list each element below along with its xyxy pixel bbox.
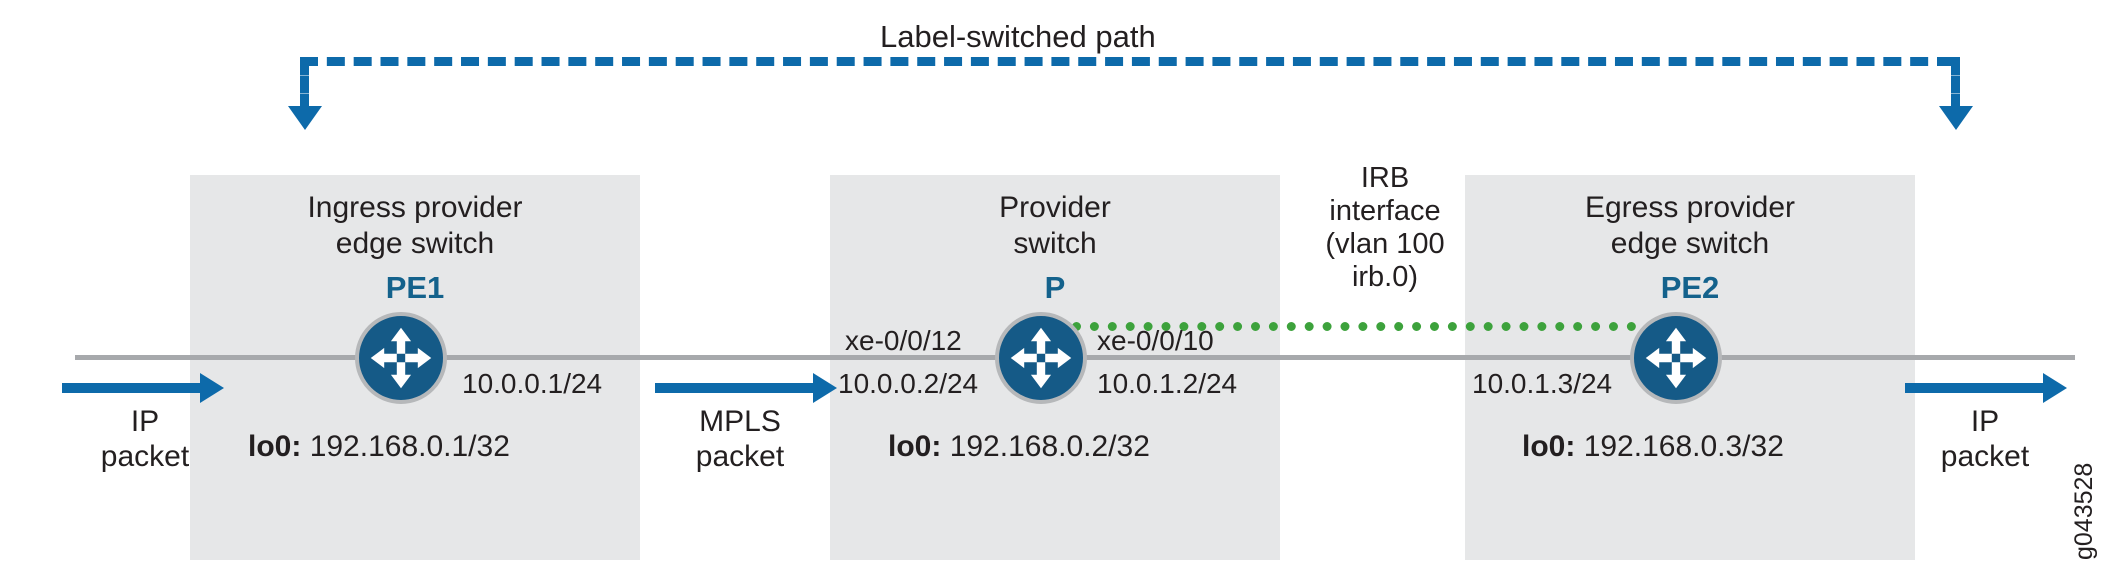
p-title: Provider switch xyxy=(999,191,1111,260)
mpls-packet-arrow xyxy=(655,383,815,393)
p-loopback-label: lo0: xyxy=(888,430,942,463)
p-loopback: lo0: 192.168.0.2/32 xyxy=(888,430,1150,464)
ingress-ip-packet-label: IP packet xyxy=(100,405,190,473)
egress-ip-packet-arrow xyxy=(1905,383,2045,393)
p-id: P xyxy=(1044,270,1066,305)
lsp-left-vertical-line xyxy=(300,57,309,112)
lsp-right-arrowhead xyxy=(1939,106,1973,130)
ingress-ip-packet-arrow xyxy=(62,383,202,393)
pe2-id: PE2 xyxy=(1660,270,1720,305)
lsp-title: Label-switched path xyxy=(880,19,1156,54)
mpls-packet-label: MPLS packet xyxy=(695,405,785,473)
irb-interface-label: IRB interface (vlan 100 irb.0) xyxy=(1325,162,1445,293)
p-right-interface-name: xe-0/0/10 xyxy=(1097,325,1214,356)
pe1-switch-icon xyxy=(355,312,447,404)
egress-ip-packet-label: IP packet xyxy=(1940,405,2030,473)
lsp-left-arrowhead xyxy=(288,106,322,130)
lsp-right-vertical-line xyxy=(1951,57,1960,112)
pe1-loopback-value: 192.168.0.1/32 xyxy=(309,430,510,463)
p-left-interface-address: 10.0.0.2/24 xyxy=(838,368,979,399)
pe1-loopback: lo0: 192.168.0.1/32 xyxy=(248,430,510,464)
irb-dotted-link xyxy=(1072,322,1672,331)
lsp-horizontal-line xyxy=(300,57,1955,66)
pe1-id: PE1 xyxy=(385,270,445,305)
p-loopback-value: 192.168.0.2/32 xyxy=(949,430,1150,463)
pe2-title: Egress provider edge switch xyxy=(1584,191,1796,260)
p-switch-icon xyxy=(995,312,1087,404)
figure-id-watermark: g043528 xyxy=(2070,462,2098,560)
pe1-loopback-label: lo0: xyxy=(248,430,302,463)
pe1-right-interface-address: 10.0.0.1/24 xyxy=(462,368,603,399)
pe2-loopback-value: 192.168.0.3/32 xyxy=(1583,430,1784,463)
p-right-interface-address: 10.0.1.2/24 xyxy=(1097,368,1238,399)
pe1-title: Ingress provider edge switch xyxy=(307,191,523,260)
pe2-switch-icon xyxy=(1630,312,1722,404)
pe2-loopback: lo0: 192.168.0.3/32 xyxy=(1522,430,1784,464)
p-left-interface-name: xe-0/0/12 xyxy=(845,325,962,356)
pe2-left-interface-address: 10.0.1.3/24 xyxy=(1472,368,1613,399)
pe2-loopback-label: lo0: xyxy=(1522,430,1576,463)
